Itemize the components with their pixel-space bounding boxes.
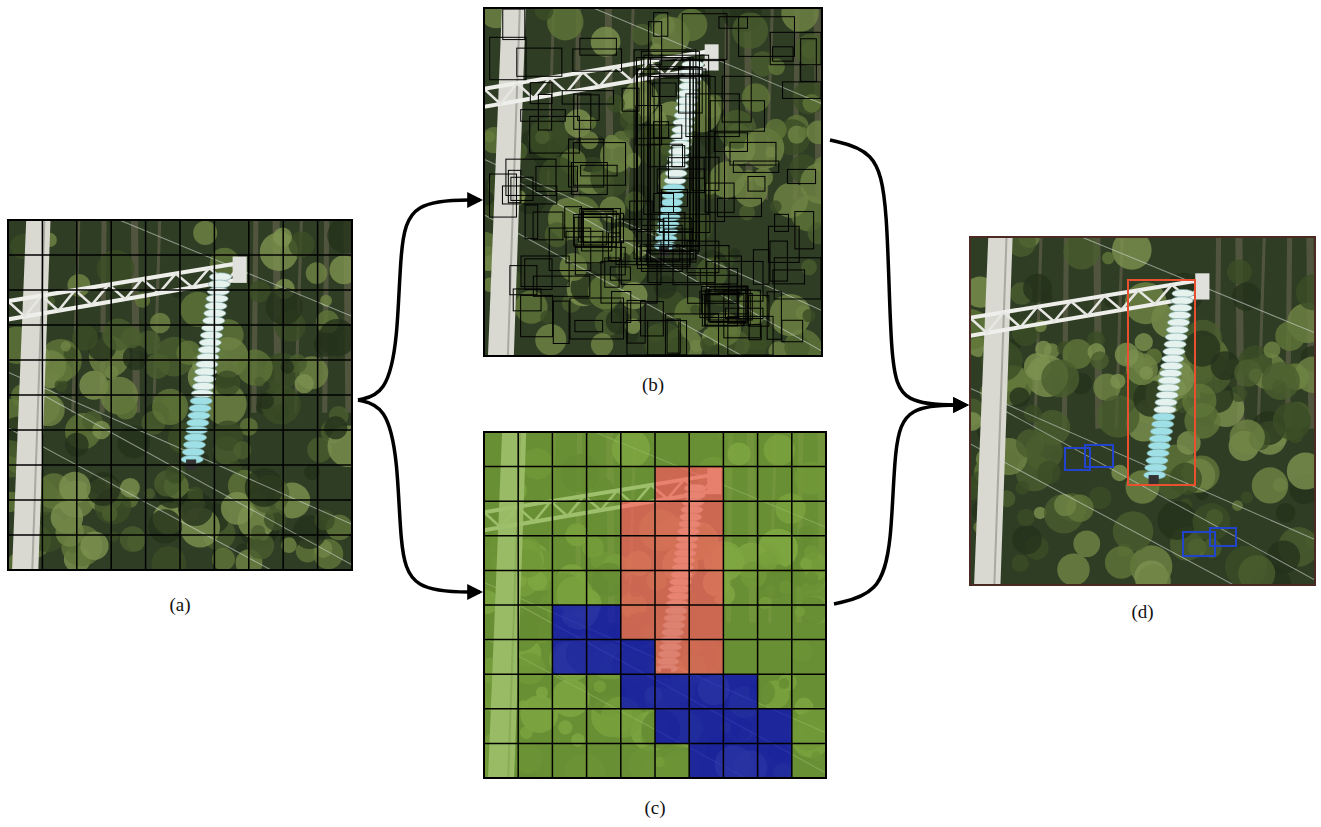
panel-label: (b)	[484, 374, 822, 396]
grid-photo	[0, 217, 369, 580]
bracket-arrow	[358, 200, 480, 400]
bracket-arrow	[830, 140, 966, 405]
panel-label: (a)	[8, 594, 352, 616]
panel: (b)	[484, 8, 822, 400]
panel: (a)	[8, 220, 352, 620]
panel-label: (d)	[970, 601, 1315, 623]
segmentation-photo	[469, 426, 836, 794]
bracket-arrow	[834, 405, 966, 604]
panel: (c)	[484, 432, 826, 823]
detection-photo	[950, 227, 1321, 605]
panel: (d)	[970, 237, 1315, 627]
panel-label: (c)	[484, 797, 826, 819]
proposal-photo	[474, 0, 841, 368]
bracket-arrow	[358, 400, 480, 592]
